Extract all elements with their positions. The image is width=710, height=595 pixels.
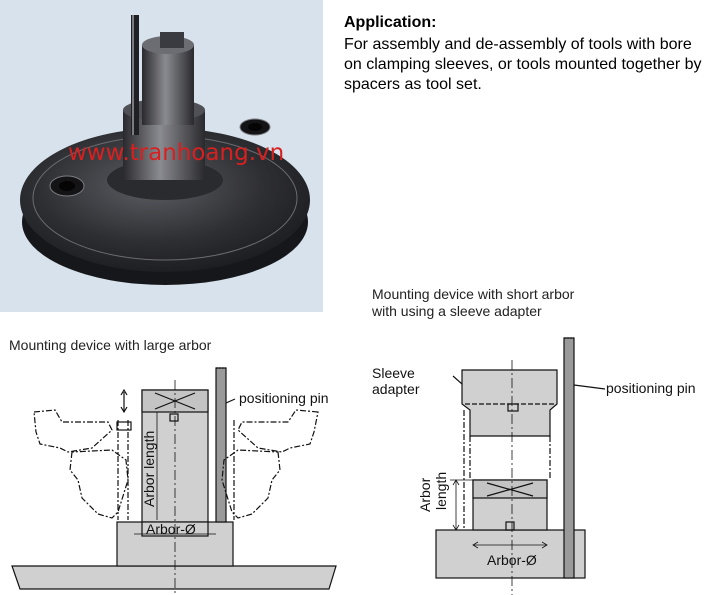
right-arbor-diameter-label: Arbor-Ø (487, 552, 537, 568)
application-line: For assembly and de-assembly of tools wi… (344, 36, 692, 53)
right-caption-line: with using a sleeve adapter (372, 303, 542, 319)
right-diagram-caption: Mounting device with short arbor with us… (372, 286, 574, 320)
right-caption-line: Mounting device with short arbor (372, 286, 575, 302)
left-positioning-pin-label: positioning pin (239, 390, 329, 406)
right-arbor-length-label-1: Arbor (417, 477, 433, 512)
sleeve-adapter (461, 369, 558, 437)
left-arbor-diameter-label: Arbor-Ø (146, 521, 196, 537)
sleeve-adapter-label-1: Sleeve (372, 365, 415, 381)
watermark-text: www.tranhoang.vn (68, 140, 285, 166)
product-photo: www.tranhoang.vn (0, 0, 323, 312)
right-base (435, 529, 586, 579)
application-description: For assembly and de-assembly of tools wi… (344, 35, 710, 95)
application-heading: Application: (344, 14, 437, 31)
right-short-arbor (472, 479, 548, 531)
mounting-device-illustration (20, 15, 310, 285)
application-line: on clamping sleeves, or tools mounted to… (344, 56, 702, 73)
left-arbor (141, 389, 209, 523)
right-arbor-length-label-2: length (433, 472, 449, 510)
left-diagram-caption: Mounting device with large arbor (9, 337, 212, 353)
application-line: spacers as tool set. (344, 76, 482, 93)
left-base-plate (11, 565, 337, 590)
left-arbor-length-label: Arbor length (141, 431, 157, 507)
sleeve-adapter-label-2: adapter (372, 381, 420, 397)
left-arbor-base (116, 521, 234, 567)
right-positioning-pin-label: positioning pin (606, 380, 696, 396)
